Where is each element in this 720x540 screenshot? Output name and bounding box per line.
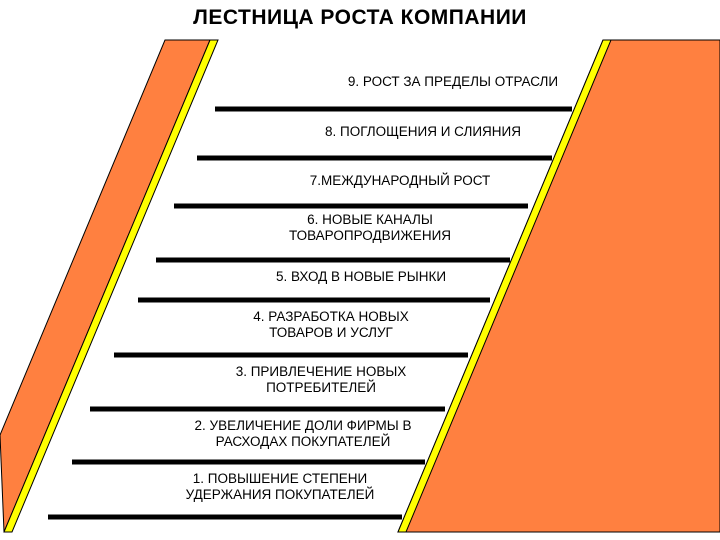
rungs xyxy=(48,106,572,520)
left-rail xyxy=(0,39,211,533)
step-label-1: 1. ПОВЫШЕНИЕ СТЕПЕНИ УДЕРЖАНИЯ ПОКУПАТЕЛ… xyxy=(185,471,375,502)
right-rail-edge xyxy=(397,39,612,533)
step-label-9: 9. РОСТ ЗА ПРЕДЕЛЫ ОТРАСЛИ xyxy=(347,74,559,89)
left-rail-edge xyxy=(3,39,219,533)
diagram-title: ЛЕСТНИЦА РОСТА КОМПАНИИ xyxy=(193,6,527,29)
step-label-8: 8. ПОГЛОЩЕНИЯ И СЛИЯНИЯ xyxy=(324,124,521,139)
step-label-5: 5. ВХОД В НОВЫЕ РЫНКИ xyxy=(275,269,447,284)
step-label-2: 2. УВЕЛИЧЕНИЕ ДОЛИ ФИРМЫ В РАСХОДАХ ПОКУ… xyxy=(194,418,412,449)
step-label-7: 7.МЕЖДУНАРОДНЫЙ РОСТ xyxy=(309,173,491,188)
step-label-6: 6. НОВЫЕ КАНАЛЫ ТОВАРОПРОДВИЖЕНИЯ xyxy=(288,212,452,243)
step-label-3: 3. ПРИВЛЕЧЕНИЕ НОВЫХ ПОТРЕБИТЕЛЕЙ xyxy=(235,364,407,395)
step-label-4: 4. РАЗРАБОТКА НОВЫХ ТОВАРОВ И УСЛУГ xyxy=(253,309,409,340)
right-rail xyxy=(397,39,720,533)
